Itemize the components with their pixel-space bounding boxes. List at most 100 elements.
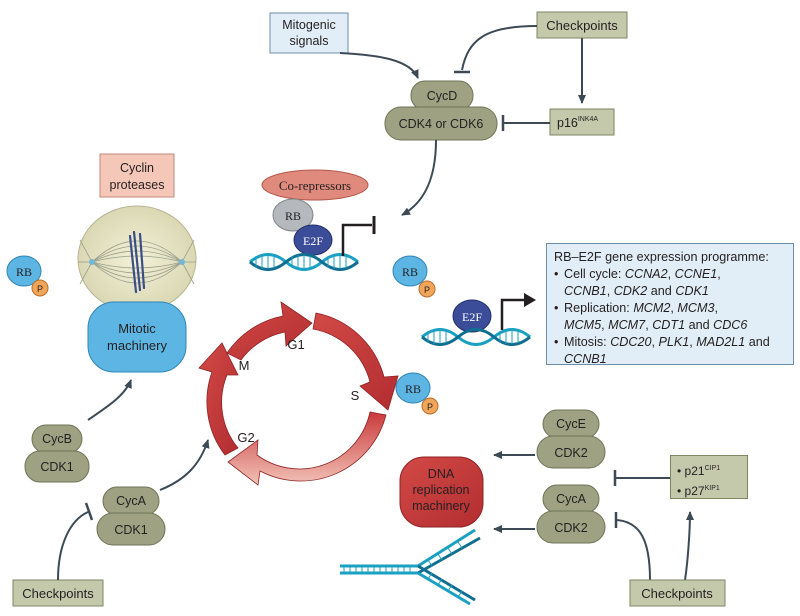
e2f-bound: E2F (293, 224, 333, 256)
e2f-active-label: E2F (462, 310, 482, 324)
checkpoints-right-inhibit (616, 519, 651, 581)
cyca-cdk1-to-g2-arrow (159, 439, 210, 491)
rb-phospho-center: RB P (392, 255, 436, 298)
gene-ccnb1-2: CCNB1 (564, 352, 607, 366)
gene-mcm5: MCM5 (564, 318, 602, 332)
cycb-cdk1-complex: CycB CDK1 (24, 424, 90, 483)
cdk46-pill (384, 106, 498, 141)
sep: , (714, 301, 719, 315)
e2f-active: E2F (452, 299, 492, 333)
cell-cycle-wheel: G1 S G2 M (198, 301, 399, 486)
cycb-label: CycB (42, 432, 72, 446)
svg-text:p16INK4A: p16INK4A (557, 116, 598, 130)
cyca-label-2: CycA (556, 492, 587, 506)
gene-mcm7: MCM7 (608, 318, 646, 332)
programme-item-cell-cycle: Cell cycle: CCNA2, CCNE1,CCNB1, CDK2 and… (554, 266, 786, 300)
dna-helix-active (421, 328, 531, 346)
cki-p27: • p27KIP1 (677, 484, 720, 498)
p21-sup: CIP1 (704, 465, 721, 472)
gene-cdc6: CDC6 (713, 318, 748, 332)
mitogenic-label-1: Mitogenic (282, 18, 336, 32)
gene-mcm3: MCM3 (677, 301, 715, 315)
phase-g1-label: G1 (287, 337, 304, 352)
cell-cycle-label: Cell cycle: (564, 267, 625, 281)
cycd-to-rb-arrow (401, 139, 437, 216)
dna-rep-label-3: machinery (412, 499, 470, 513)
cdk2-label-e: CDK2 (554, 446, 587, 460)
cdk1-label-b: CDK1 (40, 460, 73, 474)
replication-label: Replication: (564, 301, 634, 315)
sep: , (645, 318, 653, 332)
cyca-cdk2-complex: CycA CDK2 (536, 484, 606, 544)
gene-mad2l1: MAD2L1 (696, 335, 746, 349)
cdk2-label-a: CDK2 (554, 521, 587, 535)
corepressors: Co-repressors (261, 169, 369, 201)
p21-label: p21 (684, 464, 705, 478)
sep: , (667, 267, 675, 281)
checkpoints-top-box: Checkpoints (536, 11, 628, 39)
sep: and (745, 335, 770, 349)
cycd-complex: CycD CDK4 or CDK6 (384, 80, 498, 141)
phase-s-label: S (351, 388, 360, 403)
sep: and (685, 318, 714, 332)
sep: , (606, 284, 614, 298)
sep: , (717, 267, 721, 281)
cyca-cdk1-complex: CycA CDK1 (96, 486, 166, 546)
gene-cdk1: CDK1 (675, 284, 709, 298)
checkpoints-left-box: Checkpoints (12, 579, 104, 607)
promoter-arrowhead-icon (524, 293, 536, 307)
dna-rep-label-2: replication (413, 483, 470, 497)
rb-phospho-left: RB P (6, 255, 49, 297)
phospho-s-label: P (427, 402, 433, 412)
dna-replication-machinery: DNA replication machinery (399, 456, 484, 528)
cdk2-pill-e (536, 435, 606, 469)
p16-sup: INK4A (578, 116, 599, 123)
mitogenic-arrow (339, 52, 419, 79)
p16-box: p16INK4A (549, 108, 615, 136)
rb-left-label: RB (16, 265, 32, 279)
gene-mcm2: MCM2 (633, 301, 671, 315)
phase-g2-label: G2 (237, 430, 254, 445)
cycd-label: CycD (427, 89, 458, 103)
cdk1-pill-b (24, 450, 90, 483)
cdk1-pill-a (96, 512, 166, 546)
programme-item-replication: Replication: MCM2, MCM3,MCM5, MCM7, CDT1… (554, 300, 786, 334)
gene-cdk2: CDK2 (613, 284, 648, 298)
cdk46-label: CDK4 or CDK6 (399, 117, 484, 131)
phase-m-label: M (239, 358, 250, 373)
checkpoints-top-label: Checkpoints (546, 18, 618, 33)
cdk1-label-a: CDK1 (114, 523, 147, 537)
sep: , (601, 318, 609, 332)
checkpoints-right-box: Checkpoints (629, 579, 726, 607)
corepressors-label: Co-repressors (279, 178, 351, 193)
cycle-arc-s (227, 411, 387, 486)
gene-cdc20: CDC20 (610, 335, 652, 349)
rb-center-label: RB (402, 265, 418, 279)
promoter-repressed (341, 223, 372, 256)
gene-ccnb1: CCNB1 (564, 284, 607, 298)
dna-helix-repressed (249, 253, 359, 271)
cdk2-pill-a (536, 510, 606, 544)
gene-ccne1: CCNE1 (674, 267, 718, 281)
checkpoints-cycd-inhibit (461, 25, 538, 71)
cycle-arc-g1 (312, 312, 399, 411)
mitogenic-signals-box: Mitogenic signals (269, 12, 349, 54)
phospho-left-label: P (37, 284, 43, 294)
gene-plk1: PLK1 (658, 335, 690, 349)
p16-label: p16 (557, 116, 578, 130)
sep: , (670, 301, 678, 315)
promoter-active-arrow (500, 298, 525, 330)
p27-label: p27 (684, 484, 705, 498)
programme-list: Cell cycle: CCNA2, CCNE1,CCNB1, CDK2 and… (554, 266, 786, 368)
cycle-arc-g2 (198, 342, 239, 456)
mitotic-machinery: Mitotic machinery (87, 301, 187, 373)
rb-e2f-programme-box: RB–E2F gene expression programme: Cell c… (546, 243, 794, 368)
replication-fork-icon (340, 528, 481, 606)
rb-bound-label: RB (285, 209, 301, 223)
cki-p21: • p21CIP1 (677, 464, 721, 478)
cki-box: • p21CIP1 • p27KIP1 (670, 455, 748, 499)
mitotic-spindle-icon (77, 205, 197, 313)
rb-s-label: RB (405, 382, 421, 396)
checkpoints-cki-arrow (684, 511, 694, 581)
